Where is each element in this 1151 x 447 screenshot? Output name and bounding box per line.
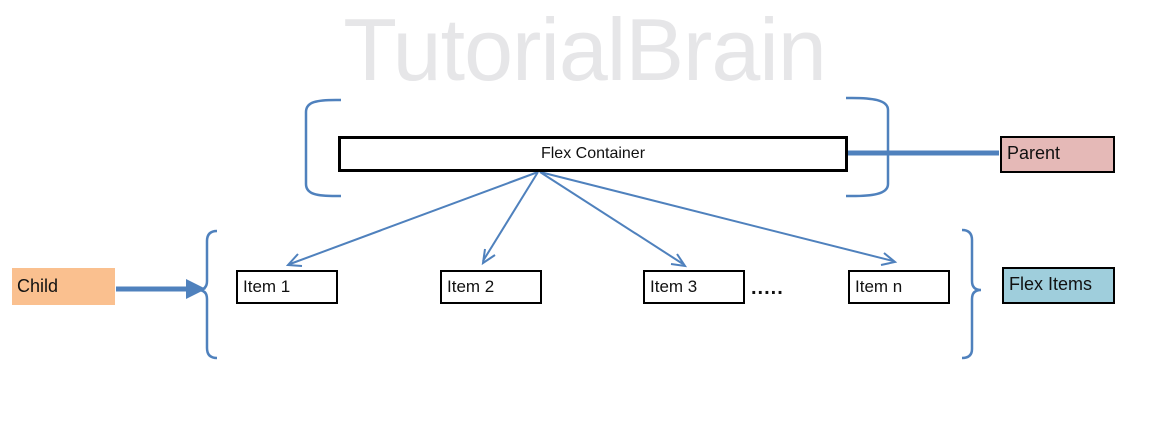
item-3-box: Item 3: [643, 270, 745, 304]
tutorialbrain-watermark: TutorialBrain: [343, 0, 827, 99]
child-arrowhead: [186, 279, 206, 299]
fan-arrowhead-itemn: [880, 252, 898, 266]
flex-container-box: Flex Container: [338, 136, 848, 172]
fan-arrow-line-item3: [539, 171, 684, 265]
parent-label-box: Parent: [1000, 136, 1115, 173]
fan-arrowhead-item3: [670, 253, 688, 268]
child-arrow: [116, 279, 206, 299]
item-2-box: Item 2: [440, 270, 542, 304]
flex-items-label-box: Flex Items: [1002, 267, 1115, 304]
item-n-box: Item n: [848, 270, 950, 304]
fan-arrow-line-itemn: [539, 171, 894, 262]
fan-arrowhead-item1: [285, 253, 303, 267]
fan-arrow-line-item2: [482, 171, 539, 262]
item-1-box: Item 1: [236, 270, 338, 304]
items-brace-right: [961, 228, 982, 360]
items-brace-left: [197, 229, 218, 360]
fan-arrowhead-item2: [481, 248, 496, 266]
child-label-box: Child: [12, 268, 115, 305]
container-bracket-right: [845, 96, 890, 198]
fan-arrow-line-item1: [289, 171, 539, 265]
fan-arrows: [285, 171, 898, 268]
container-bracket-left: [304, 98, 342, 198]
items-ellipsis: .....: [751, 277, 784, 299]
